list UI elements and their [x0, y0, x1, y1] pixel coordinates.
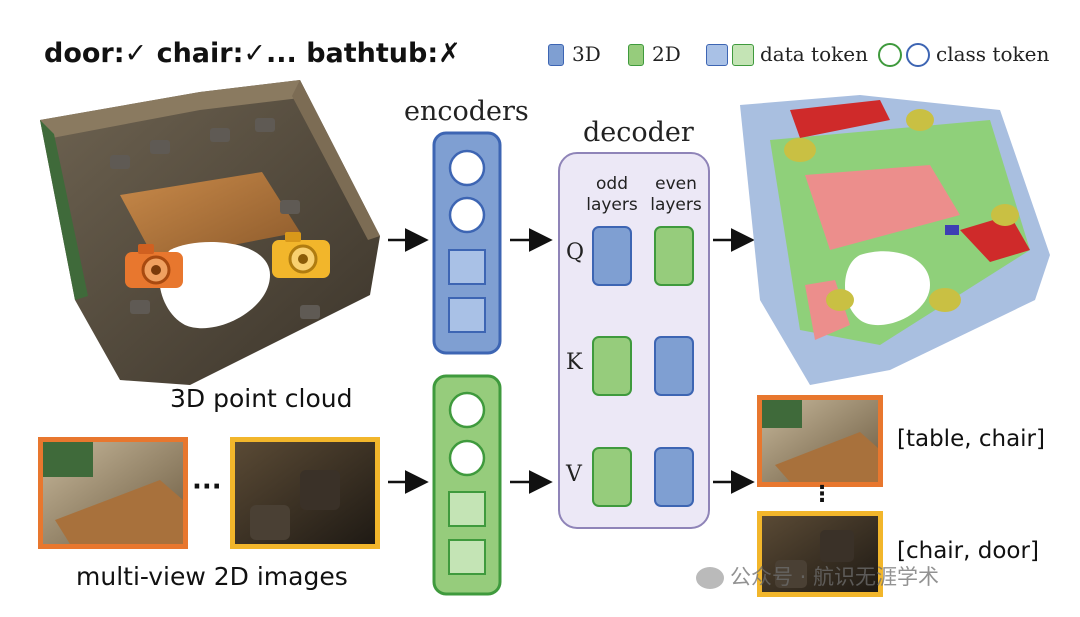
k-label: K [566, 350, 583, 375]
door-check-icon: ✓ [124, 38, 148, 69]
k-odd-2d-block [592, 336, 632, 396]
legend-2d-swatch [628, 44, 644, 66]
bathtub-label: bathtub: [306, 38, 439, 69]
output-label-1: [table, chair] [897, 426, 1045, 452]
bathtub-cross-icon: ✗ [438, 38, 461, 69]
segmentation-image [740, 95, 1050, 385]
legend-3d-label: 3D [572, 42, 601, 66]
flow-arrows [388, 228, 755, 494]
v-label: V [566, 462, 582, 487]
watermark: 公众号 · 航识无涯学术 [696, 561, 939, 591]
odd-layers-line1: odd [596, 174, 628, 194]
heading-ellipsis: ... [266, 38, 297, 69]
wechat-icon [696, 567, 724, 589]
output-image-1 [757, 395, 883, 487]
vertical-ellipsis: ⋮ [811, 482, 833, 507]
even-layers-line2: layers [650, 195, 702, 215]
data-token-square [448, 491, 486, 527]
orange-camera-icon [125, 244, 183, 288]
legend-data-token-blue-swatch [706, 44, 728, 66]
door-label: door: [44, 38, 125, 69]
legend-class-token-label: class token [936, 42, 1050, 66]
v-odd-2d-block [592, 447, 632, 507]
legend-class-token-green-circle [878, 43, 902, 67]
odd-layers-line2: layers [586, 195, 638, 215]
data-token-square [448, 297, 486, 333]
point-cloud-caption: 3D point cloud [170, 384, 353, 413]
even-layers-line1: even [655, 174, 697, 194]
class-check-heading: door:✓ chair:✓... bathtub:✗ [44, 38, 461, 69]
class-token-circle [448, 149, 486, 187]
class-token-circle [448, 196, 486, 234]
yellow-camera-icon [272, 232, 330, 278]
output-label-2: [chair, door] [897, 538, 1039, 564]
chair-check-icon: ✓ [243, 38, 267, 69]
view-image-1 [38, 437, 188, 549]
class-token-circle [448, 391, 486, 429]
decoder-block [558, 152, 710, 529]
view-image-2 [230, 437, 380, 549]
encoder-2d [432, 374, 502, 596]
encoder-3d [432, 131, 502, 355]
even-layers-label: even layers [646, 174, 706, 216]
k-even-3d-block [654, 336, 694, 396]
q-even-2d-block [654, 226, 694, 286]
horizontal-ellipsis: ··· [192, 472, 222, 502]
output-image-2 [757, 511, 883, 597]
q-odd-3d-block [592, 226, 632, 286]
odd-layers-label: odd layers [584, 174, 640, 216]
watermark-text: 公众号 · 航识无涯学术 [730, 565, 940, 589]
class-token-circle [448, 439, 486, 477]
legend-data-token-label: data token [760, 42, 868, 66]
legend-class-token-blue-circle [906, 43, 930, 67]
multi-view-caption: multi-view 2D images [76, 562, 348, 591]
decoder-label: decoder [583, 117, 694, 148]
legend-data-token-green-swatch [732, 44, 754, 66]
v-even-3d-block [654, 447, 694, 507]
legend-3d-swatch [548, 44, 564, 66]
data-token-square [448, 249, 486, 285]
data-token-square [448, 539, 486, 575]
legend: 3D 2D data token class token [548, 42, 1050, 70]
encoders-label: encoders [404, 96, 529, 127]
point-cloud-image [40, 80, 380, 385]
legend-2d-label: 2D [652, 42, 681, 66]
q-label: Q [566, 240, 585, 265]
chair-label: chair: [156, 38, 244, 69]
